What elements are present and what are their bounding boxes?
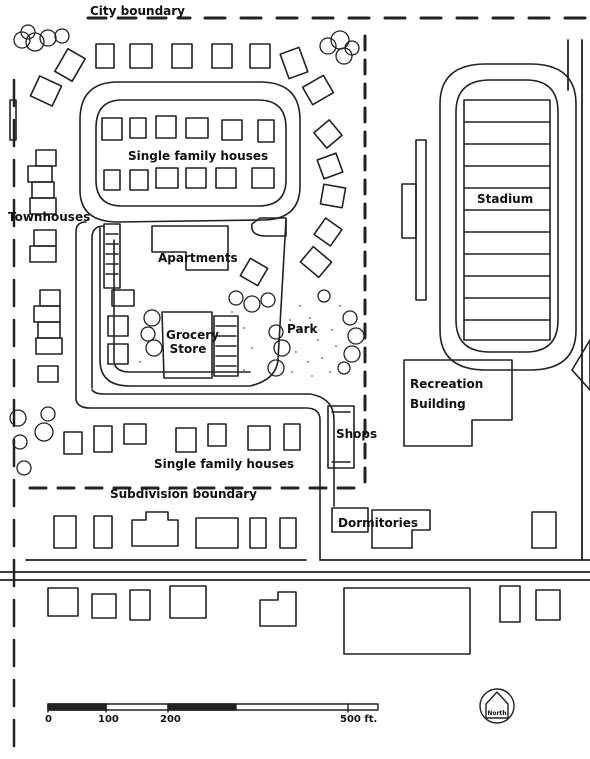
main-road — [0, 39, 590, 581]
trees-top-right — [319, 30, 360, 65]
stadium-track — [401, 63, 590, 391]
dormitories-label: Dormitories — [338, 516, 419, 530]
apartments-label: Apartments — [158, 251, 238, 265]
townhouses-blocks — [9, 99, 63, 383]
city-boundary-line — [12, 16, 590, 759]
north-arrow-label: North — [487, 710, 507, 717]
park-stipple — [139, 305, 341, 377]
shops-building — [327, 405, 355, 469]
grocery-store-label: Grocery Store — [166, 328, 220, 356]
buildings-lower-row — [53, 507, 557, 549]
single-family-houses-north-label: Single family houses — [128, 149, 269, 163]
houses-north-row2 — [103, 167, 275, 191]
apartments-buildings — [103, 223, 229, 365]
stadium-label: Stadium — [477, 192, 534, 206]
north-arrow-icon — [479, 688, 515, 724]
houses-right-curve — [239, 119, 347, 287]
park-label: Park — [287, 322, 318, 336]
scale-tick-200: 200 — [160, 714, 181, 725]
city-boundary-label: City boundary — [90, 4, 186, 18]
recreation-building-label: Recreation Building — [410, 377, 484, 411]
houses-top-row — [29, 43, 335, 107]
road-loop-south — [99, 219, 287, 387]
subdivision-boundary-line — [28, 34, 367, 492]
single-family-houses-south-label: Single family houses — [154, 457, 295, 471]
road-loop-north — [79, 81, 301, 223]
trees-top-left — [13, 24, 70, 52]
houses-north-row1 — [101, 115, 275, 143]
buildings-south-of-road — [47, 585, 561, 655]
scale-tick-0: 0 — [45, 714, 52, 725]
subdivision-boundary-label: Subdivision boundary — [110, 487, 257, 501]
trees-southwest — [9, 406, 56, 476]
houses-south-row — [63, 423, 301, 455]
scale-tick-500: 500 ft. — [340, 714, 378, 725]
shops-label: Shops — [336, 427, 378, 441]
recreation-building — [403, 359, 513, 447]
scale-bar-graphic — [47, 703, 379, 713]
grocery-store-building — [161, 311, 239, 379]
townhouses-label: Townhouses — [8, 210, 91, 224]
park-trees — [140, 289, 365, 377]
scale-tick-100: 100 — [98, 714, 119, 725]
